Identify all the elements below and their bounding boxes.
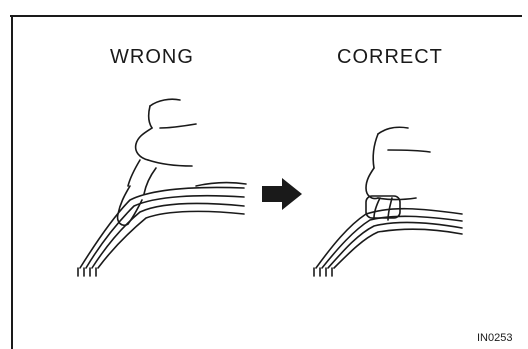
wrong-label: WRONG [110,46,194,69]
hand-pulling-wires-icon [78,99,246,276]
right-arrow-icon [262,178,302,210]
correct-label: CORRECT [337,46,443,69]
figure-code: IN0253 [477,332,512,344]
hand-pulling-connector-icon [314,127,462,276]
